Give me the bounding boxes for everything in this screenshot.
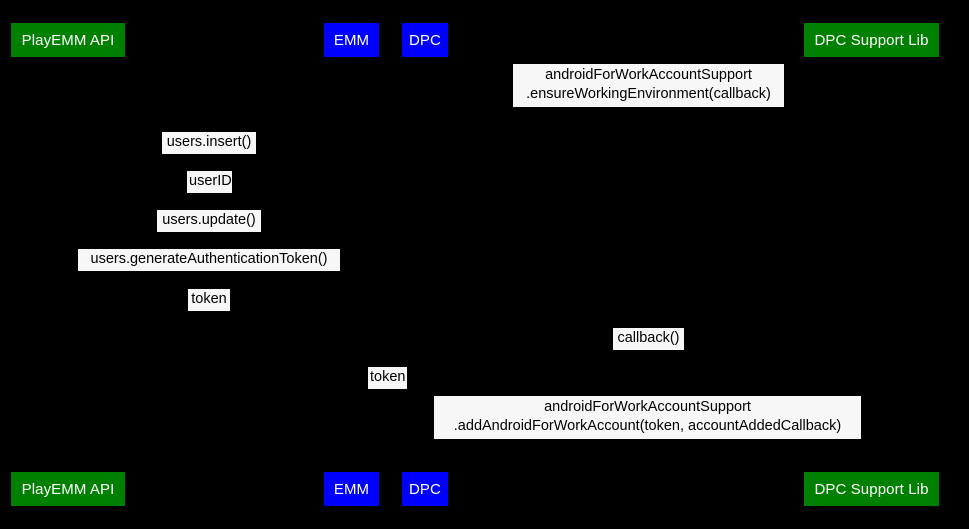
participant-label-playemm-api-top: PlayEMM API bbox=[21, 31, 115, 49]
participant-box-emm-bottom[interactable]: EMM bbox=[324, 472, 379, 506]
message-arrow-users-update bbox=[68, 232, 351, 233]
message-label-users-insert: users.insert() bbox=[162, 132, 256, 154]
participant-label-dpc-support-lib-bottom: DPC Support Lib bbox=[814, 480, 929, 498]
participant-box-playemm-api-bottom[interactable]: PlayEMM API bbox=[11, 472, 125, 506]
message-label-callback: callback() bbox=[613, 328, 684, 350]
message-arrow-user-id bbox=[68, 193, 351, 194]
message-label-users-update: users.update() bbox=[157, 210, 261, 232]
message-label-token-to-emm: token bbox=[188, 289, 230, 311]
participant-label-playemm-api-bottom: PlayEMM API bbox=[21, 480, 115, 498]
message-label-users-generate-authentication-token: users.generateAuthenticationToken() bbox=[78, 249, 340, 271]
participant-label-emm-top: EMM bbox=[333, 31, 370, 49]
message-arrow-users-insert bbox=[68, 154, 351, 155]
lifeline-dpc bbox=[425, 57, 426, 472]
participant-box-dpc-support-lib-bottom[interactable]: DPC Support Lib bbox=[804, 472, 939, 506]
participant-label-dpc-support-lib-top: DPC Support Lib bbox=[814, 31, 929, 49]
participant-box-dpc-top[interactable]: DPC bbox=[402, 23, 448, 57]
message-arrow-token-to-dpc bbox=[351, 389, 425, 390]
participant-label-dpc-bottom: DPC bbox=[409, 480, 441, 498]
message-arrow-users-generate-authentication-token bbox=[68, 271, 351, 272]
message-arrow-callback bbox=[425, 350, 871, 351]
participant-label-dpc-top: DPC bbox=[409, 31, 441, 49]
message-arrow-token-to-emm bbox=[68, 311, 351, 312]
message-label-add-android-for-work-account: androidForWorkAccountSupport .addAndroid… bbox=[434, 396, 861, 439]
participant-box-playemm-api-top[interactable]: PlayEMM API bbox=[11, 23, 125, 57]
participant-label-emm-bottom: EMM bbox=[333, 480, 370, 498]
participant-box-dpc-support-lib-top[interactable]: DPC Support Lib bbox=[804, 23, 939, 57]
lifeline-emm bbox=[351, 57, 352, 472]
lifeline-playemm-api bbox=[68, 57, 69, 472]
lifeline-dpc-support-lib bbox=[871, 57, 872, 472]
message-label-token-to-dpc: token bbox=[368, 367, 407, 389]
message-label-ensure-working-environment: androidForWorkAccountSupport .ensureWork… bbox=[513, 64, 784, 107]
participant-box-emm-top[interactable]: EMM bbox=[324, 23, 379, 57]
participant-box-dpc-bottom[interactable]: DPC bbox=[402, 472, 448, 506]
message-label-user-id: userID bbox=[187, 171, 232, 193]
